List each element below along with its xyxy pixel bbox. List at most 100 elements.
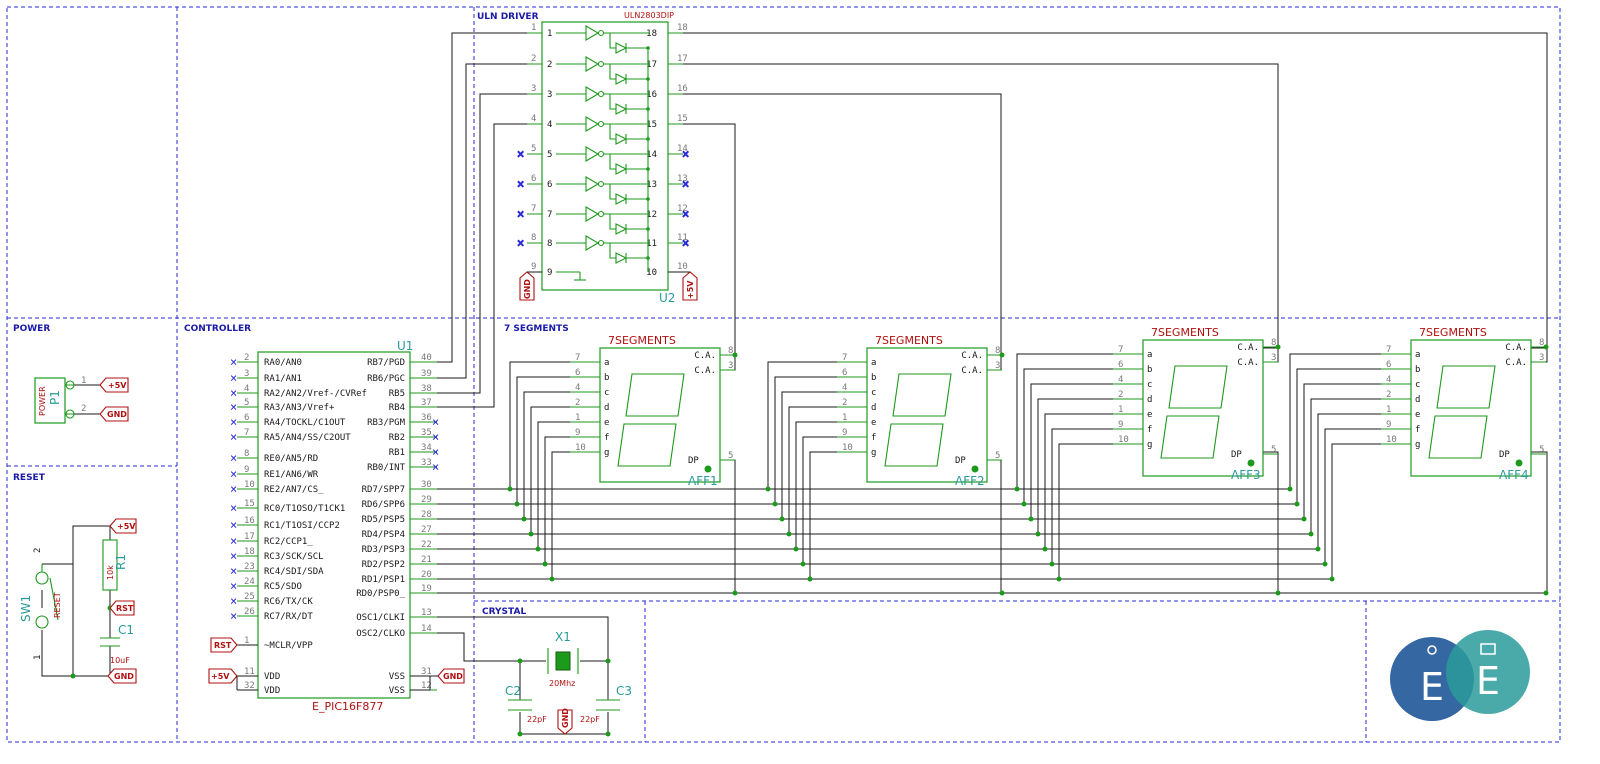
mcu-pin-num: 30 xyxy=(421,480,432,490)
mcu-pin-num: 31 xyxy=(421,667,432,677)
mcu-pin-label: RD1/PSP1 xyxy=(362,575,405,585)
display-ca-pin: 8 xyxy=(1271,338,1276,348)
segment-lower xyxy=(884,423,944,467)
svg-text:+5V: +5V xyxy=(108,381,127,390)
display-ca-label: C.A. xyxy=(1237,343,1259,353)
reset-5v-label: +5V xyxy=(109,518,137,534)
nc-mark: × xyxy=(230,430,237,444)
uln-pin-num-left: 5 xyxy=(531,144,536,154)
mcu-pin-num: 37 xyxy=(421,398,432,408)
reset-circuit: SW1 RESET 2 1 10k R1 C1 10uF +5V RST GND xyxy=(19,518,137,684)
nc-mark: × xyxy=(230,579,237,593)
logo-circle-right xyxy=(1446,630,1530,714)
uln-pin-label-right: 16 xyxy=(646,90,657,100)
display-seg-pin: 4 xyxy=(1386,375,1391,385)
display-ca-label: C.A. xyxy=(961,366,983,376)
mcu-pin-num: 4 xyxy=(244,384,249,394)
r1-body xyxy=(102,539,118,591)
display-seg-pin: 10 xyxy=(575,443,586,453)
display-seg-label: f xyxy=(871,433,876,443)
mcu-value: E_PIC16F877 xyxy=(312,700,383,713)
display-seg-pin: 9 xyxy=(842,428,847,438)
mcu-rst-label: RST xyxy=(210,637,238,653)
switch-ref: SW1 xyxy=(19,595,33,622)
mcu-pin-label: RB0/INT xyxy=(367,463,406,473)
uln-pin-num-right: 18 xyxy=(677,23,688,33)
c3-ref: C3 xyxy=(616,684,632,698)
mcu-pin-num: 5 xyxy=(244,398,249,408)
display-seg-label: d xyxy=(1147,395,1152,405)
uln-pin-num-right: 11 xyxy=(677,233,688,243)
display-seg-label: f xyxy=(1147,425,1152,435)
mcu-pin-label: RD6/SPP6 xyxy=(362,500,405,510)
display-seg-label: b xyxy=(1147,365,1152,375)
display-seg-label: b xyxy=(871,373,876,383)
clamp-diode xyxy=(615,223,628,235)
display-ca-pin: 3 xyxy=(995,361,1000,371)
mcu-net-labels: RST +5V GND GND +5V xyxy=(208,271,698,691)
uln-pin-label-right: 15 xyxy=(646,120,657,130)
power-connector-body xyxy=(34,377,66,424)
power-5v-label: +5V xyxy=(99,377,129,393)
display-dp-label: DP xyxy=(1499,450,1510,460)
mcu-pin-num: 36 xyxy=(421,413,432,423)
mcu-gnd-label: GND xyxy=(437,668,465,684)
uln-pin-label-left: 3 xyxy=(547,90,552,100)
display-seg-pin: 1 xyxy=(842,413,847,423)
logo-letter-right: E xyxy=(1476,659,1500,703)
display-seg-label: c xyxy=(604,388,609,398)
display-body xyxy=(599,347,721,483)
mcu-pin-label: RB1 xyxy=(389,448,405,458)
mcu-pin-num: 7 xyxy=(244,428,249,438)
r1-ref: R1 xyxy=(114,554,128,570)
c2-value: 22pF xyxy=(527,715,547,724)
display-dp-pin: 5 xyxy=(1539,445,1544,455)
nc-mark: × xyxy=(682,177,689,191)
crystal-ref: X1 xyxy=(555,630,571,644)
buffer-triangle xyxy=(585,86,600,102)
svg-text:+5V: +5V xyxy=(686,280,695,299)
display-dp-pin: 5 xyxy=(995,451,1000,461)
uln-value: ULN2803DIP xyxy=(624,11,674,20)
mcu-pin-label: RB2 xyxy=(389,433,405,443)
display-seg-pin: 2 xyxy=(1386,390,1391,400)
nc-mark: × xyxy=(432,415,439,429)
controller-section-title: CONTROLLER xyxy=(184,324,251,334)
display-ca-pin: 8 xyxy=(1539,338,1544,348)
display-seg-pin: 7 xyxy=(842,353,847,363)
c1-ref: C1 xyxy=(118,623,134,637)
nc-mark: × xyxy=(517,147,524,161)
uln-pin-label-right: 11 xyxy=(646,239,657,249)
mcu-pin-label: RA5/AN4/SS/C2OUT xyxy=(264,433,351,443)
segment-upper xyxy=(1436,365,1496,409)
uln-pin-num-left: 8 xyxy=(531,233,536,243)
display-seg-label: d xyxy=(871,403,876,413)
mcu-pin-label: OSC1/CLKI xyxy=(356,613,405,623)
mcu-pin-num: 34 xyxy=(421,443,432,453)
decimal-point xyxy=(1247,459,1255,467)
mcu-pin-label: RE2/AN7/CS_ xyxy=(264,485,324,495)
svg-text:GND: GND xyxy=(107,410,127,419)
display-seg-label: g xyxy=(1147,440,1152,450)
wires xyxy=(41,32,1548,735)
logo-letter-left: E xyxy=(1420,665,1444,709)
uln-pin-label-right: 18 xyxy=(646,29,657,39)
display-ref: AFF2 xyxy=(955,474,985,488)
section-frames xyxy=(6,6,1561,743)
segment-upper xyxy=(1168,365,1228,409)
display-seg-pin: 9 xyxy=(1386,420,1391,430)
c3-value: 22pF xyxy=(580,715,600,724)
display-ref: AFF3 xyxy=(1231,468,1261,482)
mcu-pin-num: 12 xyxy=(421,681,432,691)
display-seg-pin: 4 xyxy=(575,383,580,393)
display-ca-label: C.A. xyxy=(1237,358,1259,368)
mcu-pin-num: 6 xyxy=(244,413,249,423)
mcu-pin-num: 27 xyxy=(421,525,432,535)
display-value: 7SEGMENTS xyxy=(875,334,943,347)
display-seg-pin: 4 xyxy=(1118,375,1123,385)
mcu-pin-num: 28 xyxy=(421,510,432,520)
switch-pin-2: 2 xyxy=(33,548,43,553)
mcu-pin-label: RA0/AN0 xyxy=(264,358,302,368)
